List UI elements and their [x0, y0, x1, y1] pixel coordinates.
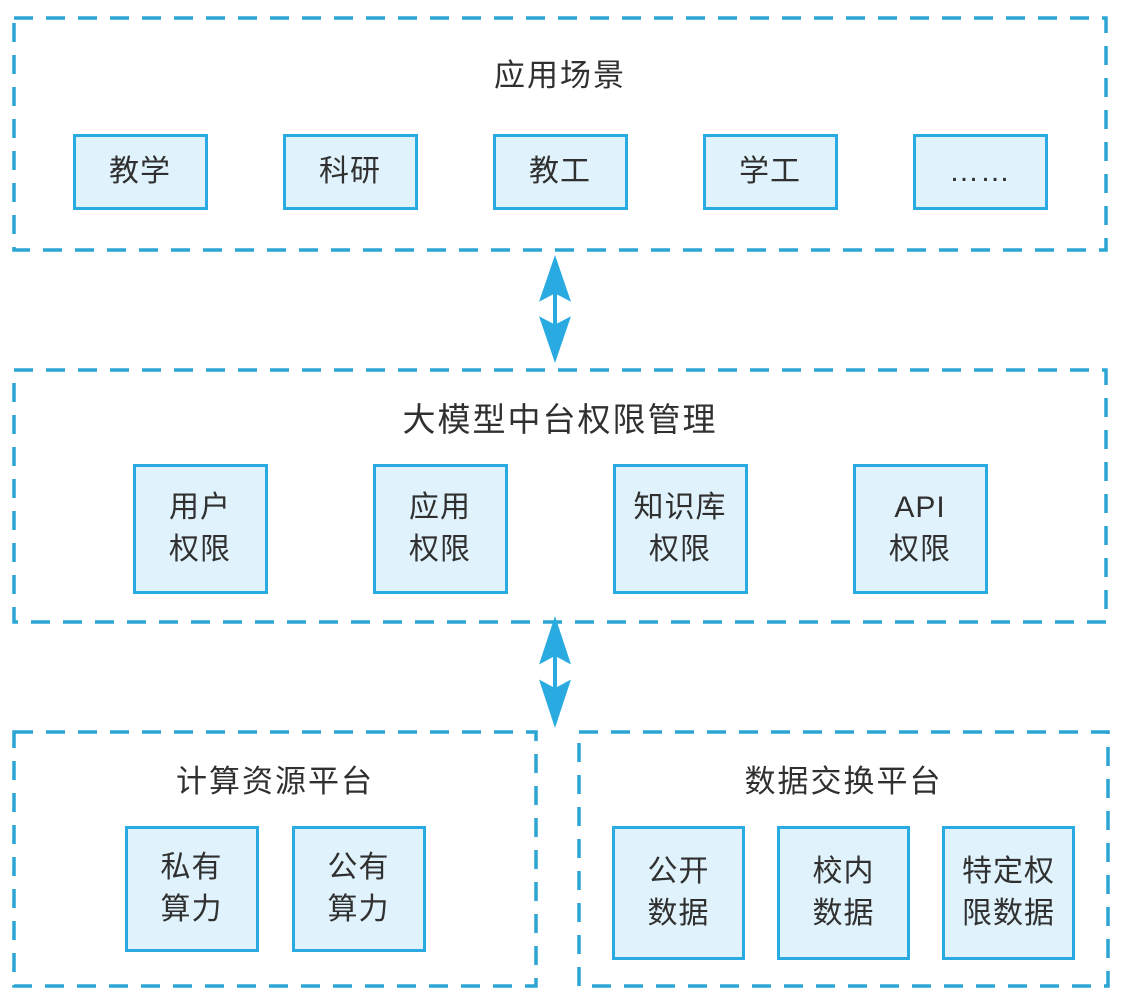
box-research: 科研	[282, 134, 418, 210]
box-label: 教工	[529, 155, 591, 188]
box-label-line2: 权限	[649, 533, 711, 566]
box-label-line1: 用户	[169, 491, 231, 524]
box-label-line2: 权限	[169, 533, 231, 566]
box-label-line1: 特定权	[962, 855, 1055, 888]
section-title-permission-management: 大模型中台权限管理	[402, 401, 718, 438]
section-data-exchange-platform: 数据交换平台 公开 数据 校内 数据 特定权 限数据	[577, 730, 1110, 988]
box-label-line1: 应用	[409, 491, 471, 524]
box-knowledge-base-permission: 知识库 权限	[612, 464, 748, 594]
scenario-box-row: 教学 科研 教工 学工 ……	[72, 134, 1048, 210]
section-permission-management: 大模型中台权限管理 用户 权限 应用 权限 知识库 权限 API 权限	[12, 368, 1108, 624]
computing-box-row: 私有 算力 公有 算力	[124, 826, 426, 952]
box-specific-permission-data: 特定权 限数据	[942, 826, 1075, 960]
data-exchange-box-row: 公开 数据 校内 数据 特定权 限数据	[612, 826, 1075, 960]
section-computing-platform: 计算资源平台 私有 算力 公有 算力	[12, 730, 538, 988]
box-label: 学工	[739, 155, 801, 188]
box-campus-data: 校内 数据	[777, 826, 910, 960]
bidirectional-arrow-bottom	[539, 616, 571, 728]
box-label-line1: API	[894, 491, 946, 524]
box-label: 科研	[319, 155, 381, 188]
box-label-line2: 权限	[409, 533, 471, 566]
section-title-computing-platform: 计算资源平台	[176, 764, 374, 799]
box-label-line1: 私有	[160, 851, 223, 884]
box-label: 教学	[109, 155, 171, 188]
box-label-line1: 公开	[647, 855, 710, 888]
box-user-permission: 用户 权限	[132, 464, 268, 594]
box-label-line2: 权限	[889, 533, 951, 566]
box-label-line1: 公有	[327, 851, 390, 884]
permission-box-row: 用户 权限 应用 权限 知识库 权限 API 权限	[132, 464, 988, 594]
box-label-line1: 知识库	[633, 491, 727, 524]
box-label-line1: 校内	[812, 855, 875, 888]
section-title-data-exchange-platform: 数据交换平台	[744, 764, 943, 799]
box-private-compute: 私有 算力	[124, 826, 259, 952]
bidirectional-arrow-top	[539, 255, 571, 363]
box-faculty: 教工	[492, 134, 628, 210]
section-application-scenarios: 应用场景 教学 科研 教工 学工 ……	[12, 16, 1108, 252]
box-ellipsis: ……	[912, 134, 1048, 210]
box-public-compute: 公有 算力	[291, 826, 426, 952]
box-student-affairs: 学工	[702, 134, 838, 210]
box-teaching: 教学	[72, 134, 208, 210]
box-label-line2: 算力	[327, 893, 390, 926]
box-label-line2: 限数据	[962, 897, 1055, 930]
box-app-permission: 应用 权限	[372, 464, 508, 594]
box-api-permission: API 权限	[852, 464, 988, 594]
box-label: ……	[949, 155, 1011, 188]
box-label-line2: 数据	[647, 897, 710, 930]
box-label-line2: 算力	[160, 893, 223, 926]
box-open-data: 公开 数据	[612, 826, 745, 960]
section-title-application-scenarios: 应用场景	[494, 58, 626, 93]
box-label-line2: 数据	[812, 897, 875, 930]
